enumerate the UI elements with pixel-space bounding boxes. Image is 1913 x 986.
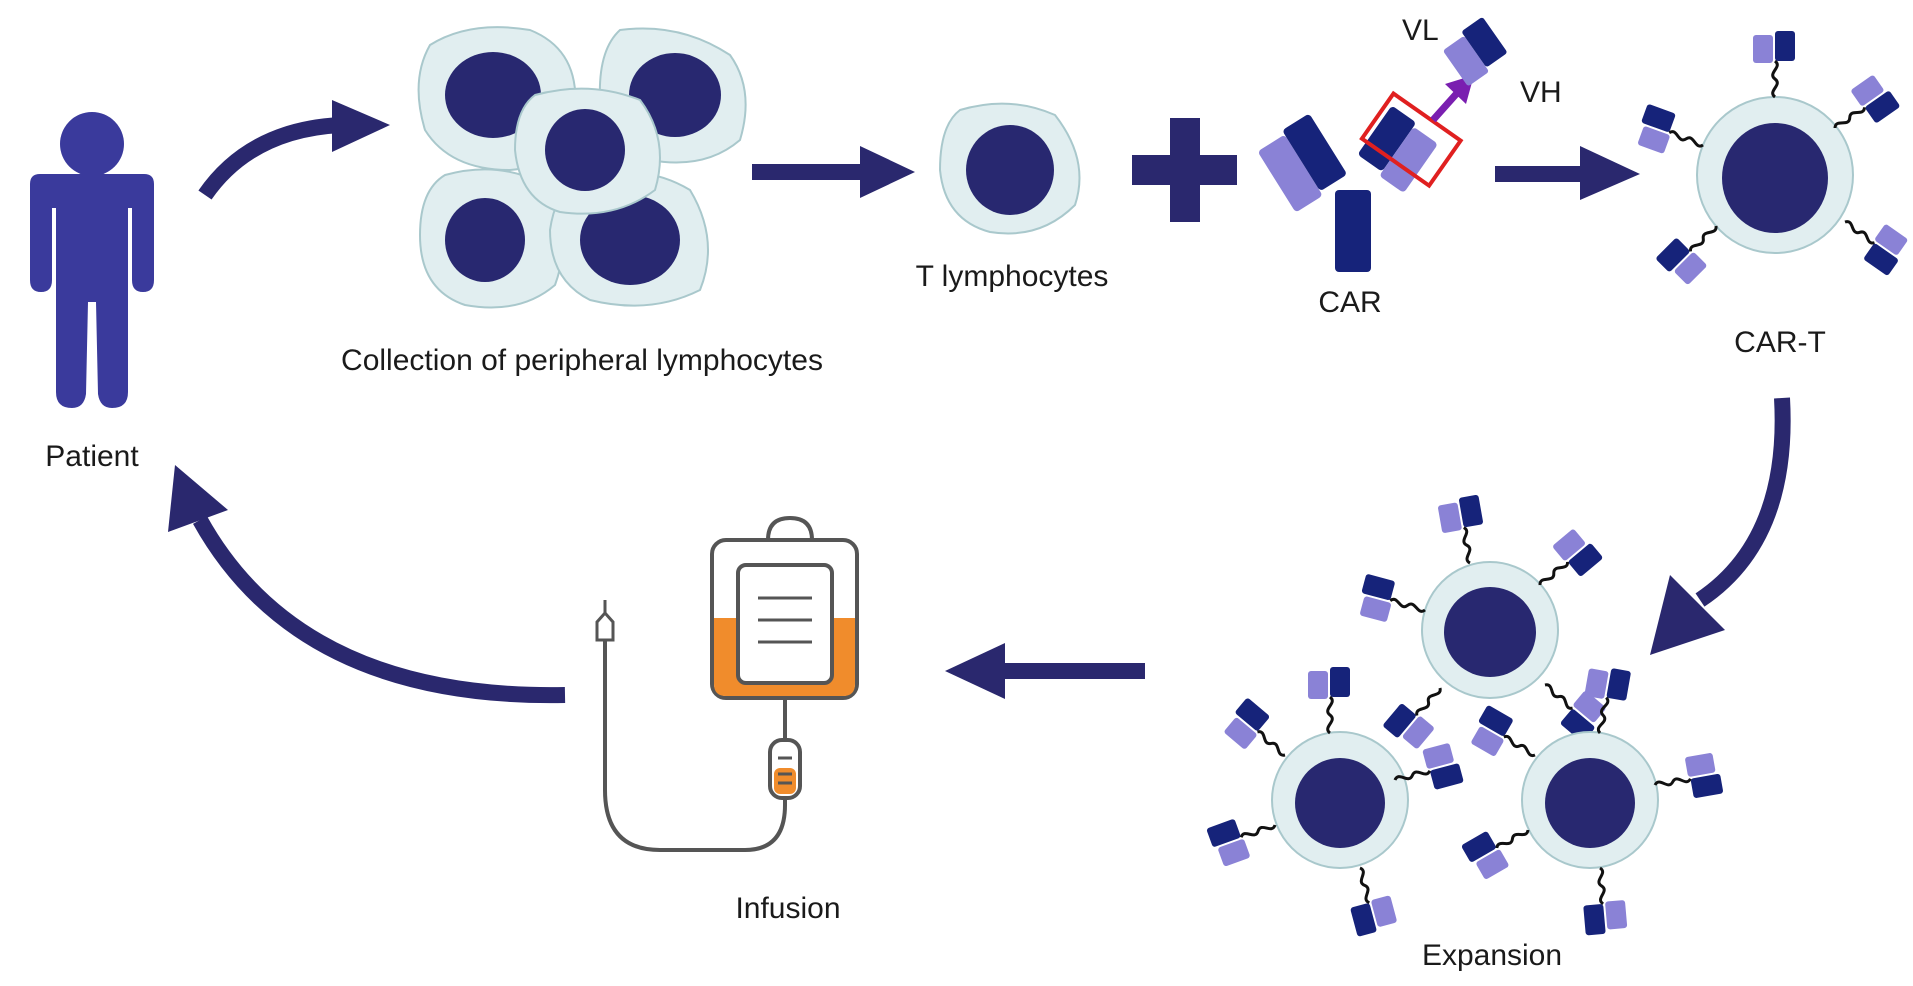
scfv-domains	[1443, 17, 1507, 86]
patient-figure	[30, 112, 154, 408]
expanded-car-t-cells	[1204, 493, 1725, 939]
vh-label: VH	[1520, 76, 1562, 109]
arrow-car-to-car-t	[1495, 146, 1640, 200]
arrow-collection-to-t-cell	[752, 146, 915, 198]
expansion-label: Expansion	[1422, 939, 1562, 972]
collection-label: Collection of peripheral lymphocytes	[341, 344, 823, 377]
car-label: CAR	[1318, 286, 1381, 319]
arrow-infusion-to-patient	[168, 465, 566, 704]
arrow-car-t-to-expansion	[1650, 397, 1791, 655]
car-t-cell	[1459, 662, 1725, 937]
car-t-label: CAR-T	[1734, 326, 1826, 359]
car-molecule	[1259, 90, 1464, 272]
infusion-label: Infusion	[735, 892, 840, 925]
car-t-cell	[1204, 665, 1466, 939]
patient-label: Patient	[45, 440, 139, 473]
lymphocyte-cell	[513, 87, 661, 215]
arrow-patient-to-collection	[198, 100, 390, 200]
t-lymphocyte-cell	[938, 102, 1081, 235]
plus-icon	[1132, 118, 1237, 222]
t-lymphocytes-label: T lymphocytes	[916, 260, 1109, 293]
highlight-box	[1359, 90, 1464, 189]
car-t-cell	[1631, 29, 1913, 290]
arrow-expansion-to-infusion	[945, 643, 1145, 699]
lymphocyte-cell	[418, 168, 564, 309]
infusion-bag-icon	[595, 515, 859, 852]
car-t-cell	[1354, 493, 1612, 755]
lymphocyte-cluster	[417, 26, 747, 309]
vl-label: VL	[1402, 14, 1439, 47]
